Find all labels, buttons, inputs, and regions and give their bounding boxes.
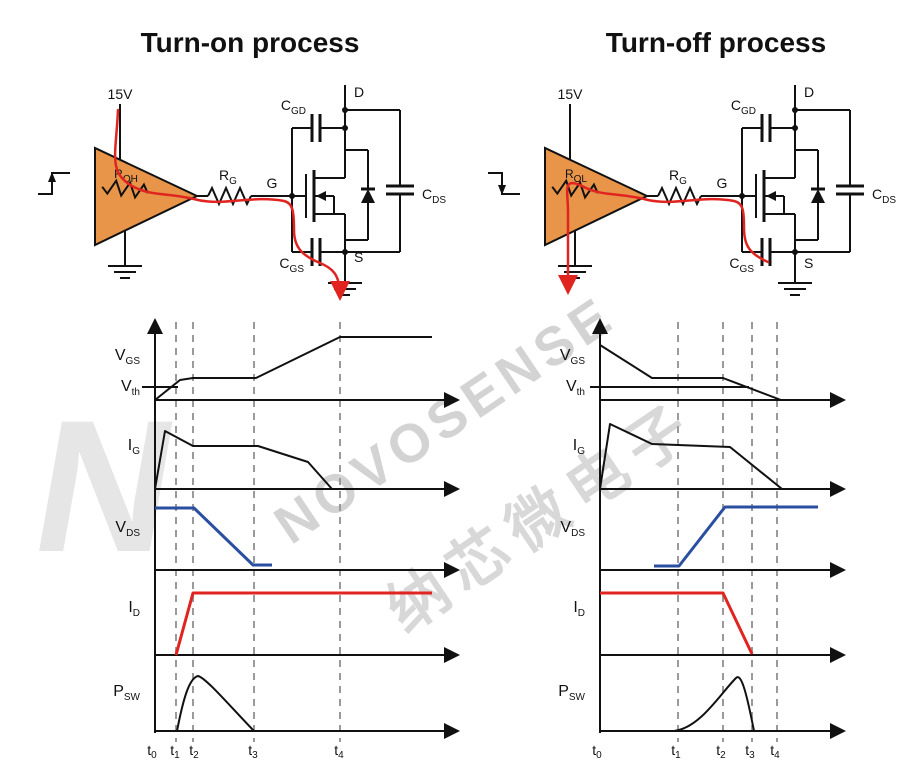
vds-waveform [155, 506, 272, 567]
svg-text:ID: ID [573, 599, 585, 619]
turn-on-current-path [113, 108, 350, 301]
gate-driver-triangle [544, 146, 650, 247]
ig-waveform [154, 430, 333, 490]
cds-capacitor [795, 109, 864, 253]
psw-waveform [600, 676, 755, 732]
svg-text:IG: IG [128, 437, 140, 457]
source-ground [328, 282, 362, 296]
cds-label: CDS [422, 186, 446, 206]
input-pulse-falling-icon [488, 172, 520, 195]
body-diode [795, 149, 825, 241]
junction-dots [289, 107, 348, 255]
turn-off-plots: VGS Vth IG VDS ID PSW t0 t1 t2 t3 t4 [558, 318, 846, 761]
svg-text:t1: t1 [170, 742, 180, 761]
source-ground [778, 282, 812, 296]
body-diode [345, 149, 375, 241]
svg-text:t2: t2 [189, 742, 199, 761]
cgs-label: CGS [729, 255, 754, 275]
gate-driver-triangle [94, 146, 200, 247]
cds-capacitor [345, 109, 414, 253]
svg-text:VDS: VDS [560, 519, 585, 539]
signal-labels: VGS Vth IG VDS ID PSW [558, 347, 585, 703]
gate-resistor-label: RG [219, 167, 237, 187]
svg-text:ID: ID [128, 599, 140, 619]
cgs-label: CGS [279, 255, 304, 275]
signal-labels: VGS Vth IG VDS ID PSW [113, 347, 140, 703]
dashed-time-markers [677, 322, 778, 742]
pull-down-resistor-zigzag [551, 178, 599, 200]
cgd-capacitor [741, 114, 795, 196]
svg-text:VDS: VDS [115, 519, 140, 539]
mosfet-symbol [305, 170, 345, 222]
vds-waveform [654, 505, 818, 568]
axes [592, 318, 846, 739]
cds-label: CDS [872, 186, 896, 206]
psw-waveform [155, 675, 255, 732]
cgs-capacitor [291, 196, 345, 266]
gate-resistor-zigzag [657, 185, 702, 207]
svg-text:t0: t0 [147, 742, 157, 761]
source-node-label: S [804, 255, 813, 271]
turn-on-plots: VGS Vth IG VDS ID PSW t0 t1 t2 t3 t4 [113, 318, 460, 761]
cgd-label: CGD [281, 97, 306, 117]
gate-node-label: G [267, 175, 278, 191]
junction-dots [739, 107, 798, 255]
id-waveform [174, 591, 432, 656]
svg-text:VGS: VGS [560, 347, 585, 367]
svg-text:t3: t3 [745, 742, 755, 761]
gate-node-label: G [717, 175, 728, 191]
svg-text:t2: t2 [716, 742, 726, 761]
cgd-capacitor [291, 114, 345, 196]
cgd-label: CGD [731, 97, 756, 117]
drain-node-label: D [354, 84, 364, 100]
time-axis-labels: t0 t1 t2 t3 t4 [592, 742, 780, 761]
id-waveform [600, 591, 754, 655]
turn-off-current-path [558, 181, 770, 295]
cgs-capacitor [741, 196, 795, 266]
input-pulse-rising-icon [38, 172, 70, 195]
supply-label: 15V [108, 86, 134, 102]
mosfet-symbol [755, 170, 795, 222]
time-axis-labels: t0 t1 t2 t3 t4 [147, 742, 344, 761]
supply-label: 15V [558, 86, 584, 102]
vgs-waveform [599, 344, 782, 401]
ig-waveform [599, 423, 783, 490]
title-turn-on: Turn-on process [141, 27, 360, 58]
svg-text:PSW: PSW [113, 683, 140, 703]
pull-up-resistor-zigzag [101, 178, 149, 200]
vgs-waveform [154, 336, 432, 401]
pull-down-resistor-label: ROL [565, 167, 587, 185]
title-turn-off: Turn-off process [606, 27, 826, 58]
svg-text:t0: t0 [592, 742, 602, 761]
svg-text:t3: t3 [248, 742, 258, 761]
svg-text:PSW: PSW [558, 683, 585, 703]
svg-text:Vth: Vth [566, 378, 585, 398]
driver-ground [108, 230, 142, 279]
dashed-time-markers [175, 322, 341, 742]
svg-text:t4: t4 [334, 742, 344, 761]
svg-text:t4: t4 [770, 742, 780, 761]
axes [147, 318, 460, 739]
source-node-label: S [354, 249, 363, 265]
turn-on-circuit: 15V ROH RG G [38, 84, 446, 301]
svg-text:t1: t1 [671, 742, 681, 761]
turn-off-circuit: 15V ROL RG G [488, 84, 896, 296]
svg-text:VGS: VGS [115, 347, 140, 367]
drain-node-label: D [804, 84, 814, 100]
svg-text:IG: IG [573, 437, 585, 457]
gate-resistor-label: RG [669, 167, 687, 187]
svg-text:Vth: Vth [121, 378, 140, 398]
gate-resistor-zigzag [207, 185, 252, 207]
